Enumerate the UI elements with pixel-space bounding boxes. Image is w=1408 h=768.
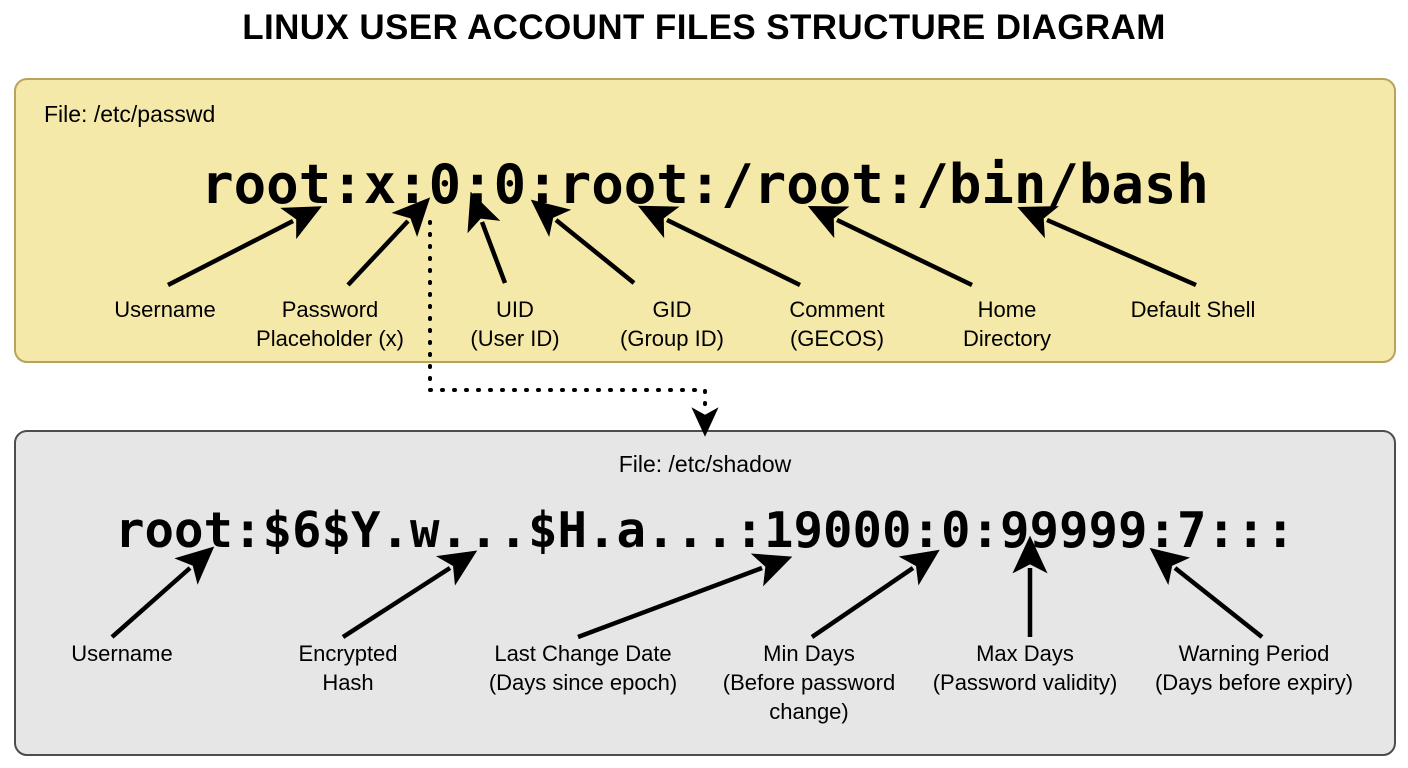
shadow-field-warning-period: Warning Period (Days before expiry)	[1154, 641, 1354, 695]
passwd-field-default-shell: Default Shell	[1130, 297, 1256, 322]
passwd-panel: File: /etc/passwd root:x:0:0:root:/root:…	[14, 78, 1396, 363]
page-title: LINUX USER ACCOUNT FILES STRUCTURE DIAGR…	[242, 8, 1166, 47]
shadow-field-username: Username	[71, 641, 173, 666]
shadow-field-min-days: Min Days (Before password change)	[722, 641, 896, 724]
passwd-field-home: Home Directory	[962, 297, 1051, 351]
passwd-field-username: Username	[114, 297, 216, 322]
passwd-field-gid: GID (Group ID)	[620, 297, 724, 351]
shadow-field-last-change-date: Last Change Date (Days since epoch)	[488, 641, 678, 695]
passwd-field-comment: Comment (GECOS)	[789, 297, 885, 351]
shadow-panel: File: /etc/shadow root:$6$Y.w...$H.a...:…	[14, 430, 1396, 756]
passwd-field-password: Password Placeholder (x)	[256, 297, 404, 351]
passwd-record-line: root:x:0:0:root:/root:/bin/bash	[201, 153, 1209, 216]
shadow-record-line: root:$6$Y.w...$H.a...:19000:0:99999:7:::	[114, 502, 1296, 559]
passwd-file-label: File: /etc/passwd	[44, 101, 216, 127]
shadow-field-encrypted-hash: Encrypted Hash	[298, 641, 398, 695]
shadow-field-max-days: Max Days (Password validity)	[932, 641, 1118, 695]
shadow-file-label: File: /etc/shadow	[618, 451, 792, 477]
passwd-field-uid: UID (User ID)	[470, 297, 560, 351]
